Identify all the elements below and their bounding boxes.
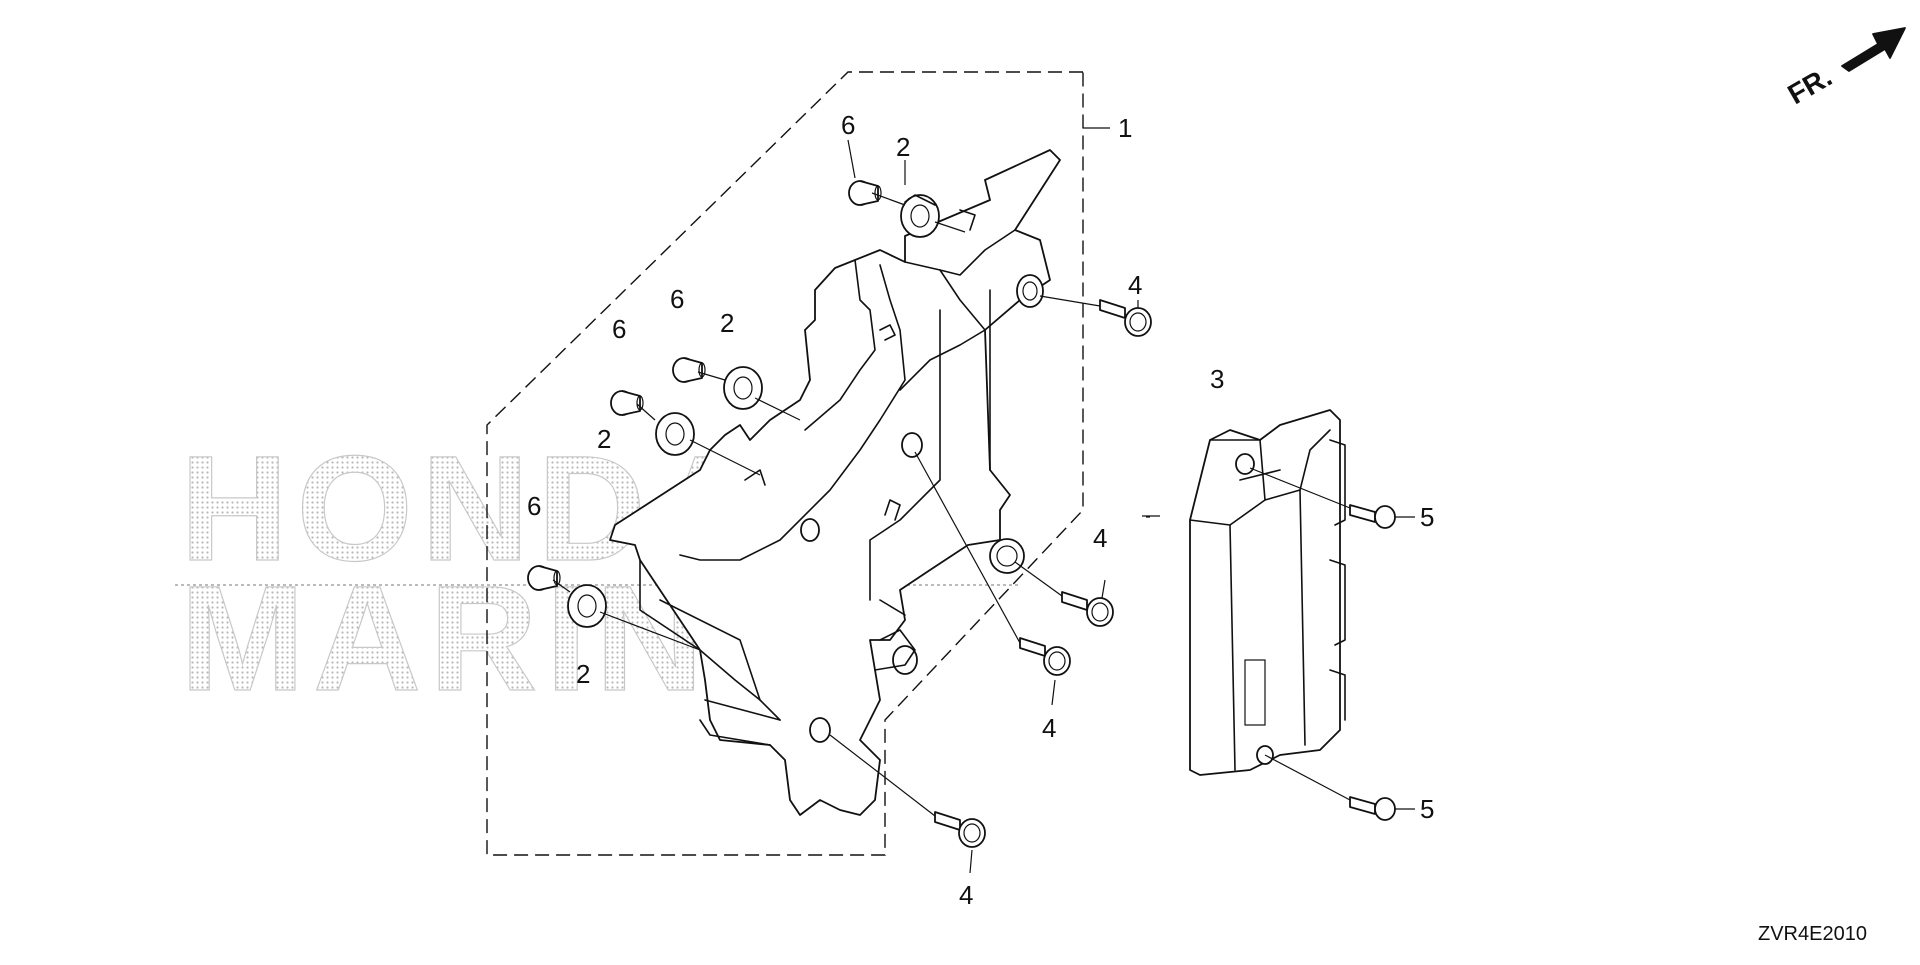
collar-bottom [527,565,561,591]
callout-2-bottom: 2 [576,659,590,689]
callout-4-lower: 4 [1042,713,1056,743]
flange-bolt-bottom [934,811,986,848]
grommet-middle-upper [723,366,763,410]
callout-1: 1 [1118,113,1132,143]
collar-middle-lower [610,390,644,416]
callouts: 1 2 2 2 2 3 4 4 4 4 5 5 6 6 6 6 [527,110,1434,910]
grommet-middle-lower [655,412,695,456]
screws [1349,504,1396,821]
grommet-parts [567,194,940,628]
callout-4-upper: 4 [1128,270,1142,300]
flange-bolt-upper [1099,299,1152,337]
callout-6-bottom: 6 [527,491,541,521]
callout-2-middle-upper: 2 [720,308,734,338]
front-label: FR. [1783,61,1838,110]
callout-5-lower: 5 [1420,794,1434,824]
callout-2-top: 2 [896,132,910,162]
flange-bolts [934,299,1152,848]
callout-4-bottom: 4 [959,880,973,910]
callout-2-middle-lower: 2 [597,424,611,454]
callout-5-upper: 5 [1420,502,1434,532]
flange-bolt-middle [1061,591,1114,627]
callout-6-middle-lower: 6 [612,314,626,344]
grommet-bottom [567,584,607,628]
collar-top [848,180,882,206]
bracket-assembly [609,149,1061,816]
leader-lines [552,139,1415,874]
callout-6-middle-upper: 6 [670,284,684,314]
grommet-top [900,194,940,238]
screw-upper [1349,504,1396,529]
callout-4-middle: 4 [1093,523,1107,553]
assembly-outline-1 [486,71,1110,856]
screw-lower [1349,796,1396,821]
callout-6-top: 6 [841,110,855,140]
collar-middle-upper [672,357,706,383]
callout-3: 3 [1210,364,1224,394]
front-direction-indicator: FR. [1783,27,1906,110]
collar-parts [527,180,882,591]
control-unit [1189,409,1346,776]
diagram-code: ZVR4E2010 [1758,923,1867,945]
flange-bolt-lower [1019,637,1071,676]
